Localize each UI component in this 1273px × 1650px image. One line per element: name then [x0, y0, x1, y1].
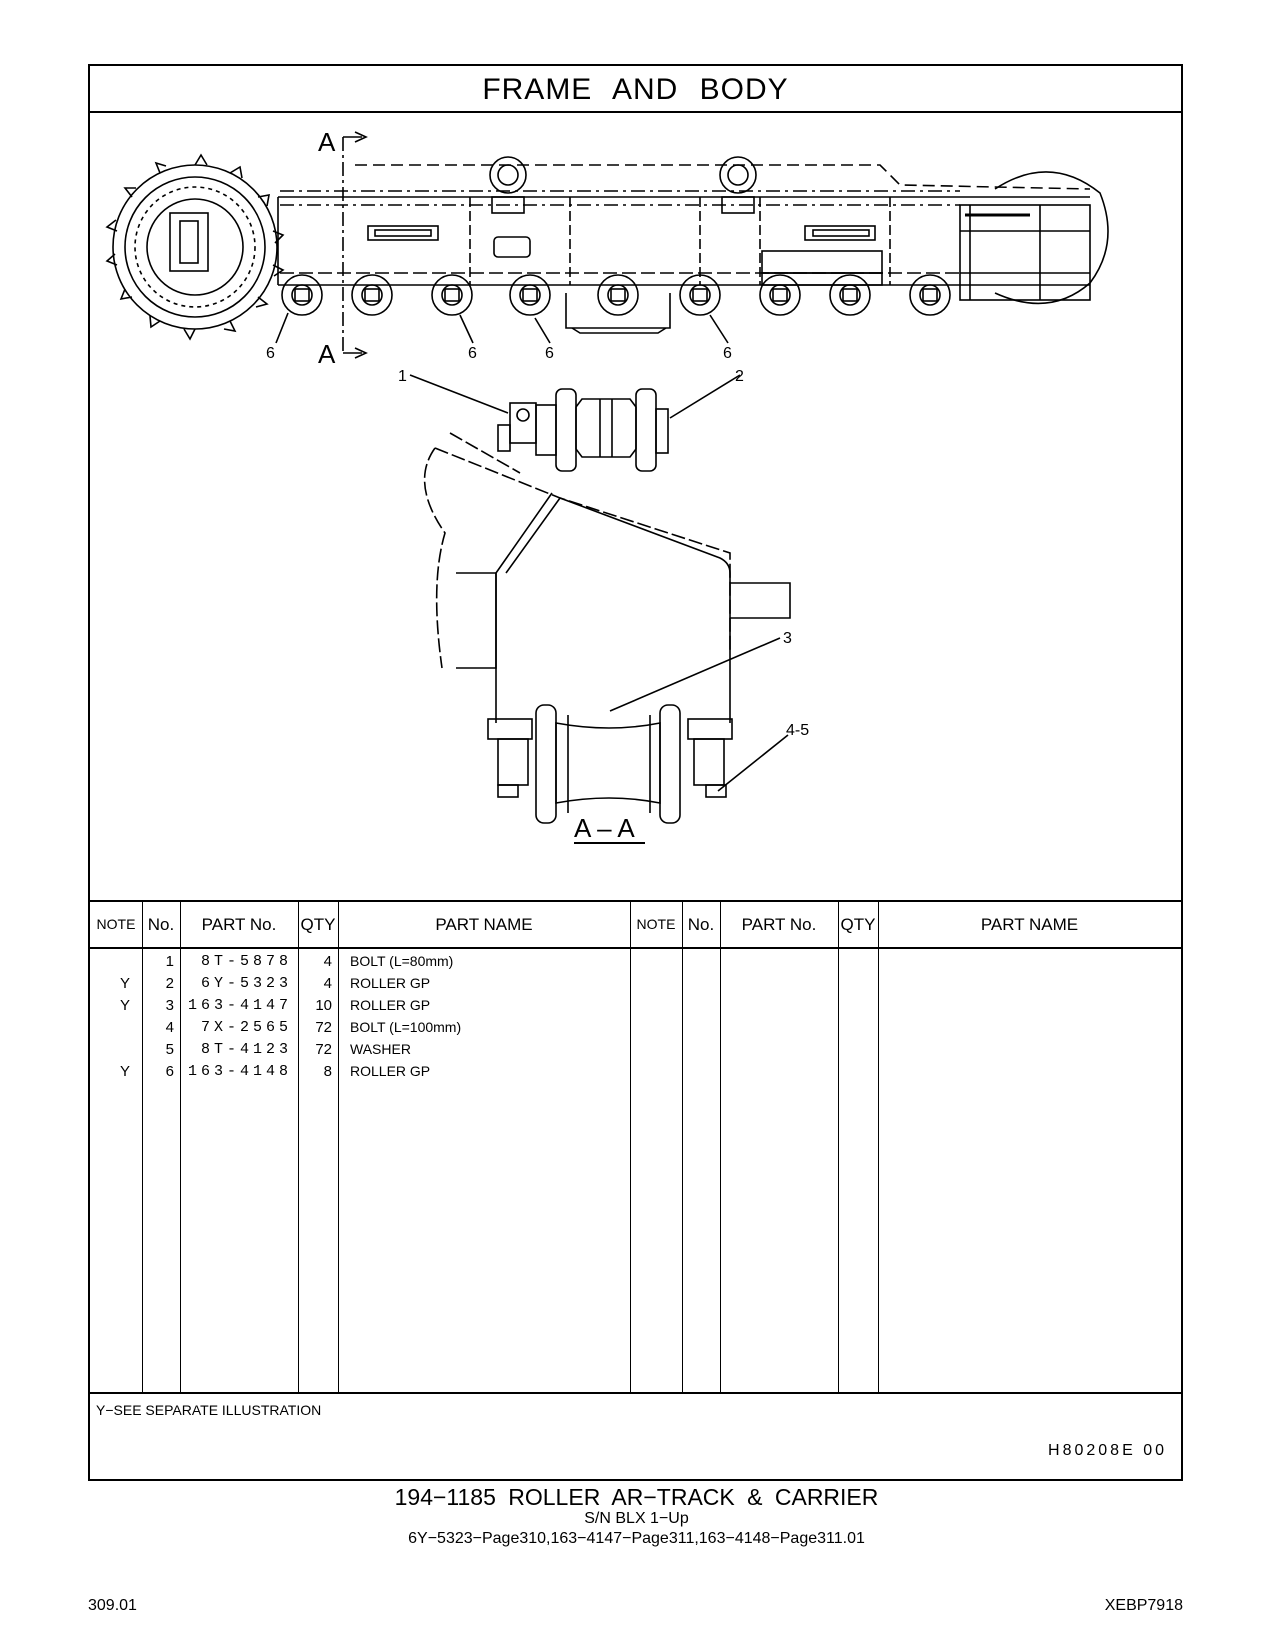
- assembly-title: 194−1185 ROLLER AR−TRACK & CARRIER: [394, 1484, 879, 1510]
- parts-table: NOTE No. PART No. QTY PART NAME NOTE No.…: [90, 900, 1181, 1392]
- sprocket-drawing: [105, 153, 285, 341]
- row-part-no: 8T-4123: [200, 1041, 292, 1058]
- parts-table-header: NOTE No. PART No. QTY PART NAME NOTE No.…: [90, 902, 1181, 949]
- row-qty: 10: [315, 997, 332, 1014]
- illustration-code: H80208E 00: [1048, 1442, 1167, 1459]
- row-qty: 8: [323, 1063, 332, 1080]
- section-line-aa: [342, 131, 368, 359]
- row-part-name: ROLLER GP: [350, 997, 431, 1013]
- row-no: 6: [165, 1063, 174, 1080]
- table-row: 1 8T-5878 4 BOLT (L=80mm): [90, 950, 630, 973]
- footnote-area: Y−SEE SEPARATE ILLUSTRATION H80208E 00: [90, 1392, 1181, 1479]
- callout-leaders-top: [275, 312, 729, 344]
- callout-leaders-bottom: [409, 374, 789, 792]
- footnote-text: Y−SEE SEPARATE ILLUSTRATION: [96, 1402, 322, 1418]
- column-divider: [338, 902, 339, 1392]
- column-divider: [682, 902, 683, 1392]
- column-divider: [720, 902, 721, 1392]
- row-note: [90, 1016, 130, 1039]
- idler-drawing: [959, 171, 1109, 305]
- header-part-name-2: PART NAME: [980, 915, 1079, 934]
- page-references: 6Y−5323−Page310,163−4147−Page311,163−414…: [408, 1530, 865, 1547]
- row-qty: 72: [315, 1041, 332, 1058]
- section-view-label: A – A: [574, 813, 635, 843]
- callout-2: 2: [735, 368, 744, 385]
- roller-assembly-drawing: A A 6 6 6 6 1 2 3 4-5 A – A: [105, 127, 1109, 844]
- row-note: [90, 950, 130, 973]
- row-part-no: 8T-5878: [200, 953, 292, 970]
- header-part-name: PART NAME: [435, 915, 533, 934]
- row-part-no: 6Y-5323: [200, 975, 292, 992]
- column-divider: [142, 902, 143, 1392]
- header-part-no: PART No.: [201, 915, 277, 934]
- header-note-2: NOTE: [636, 916, 676, 932]
- page-title: FRAME AND BODY: [90, 66, 1181, 113]
- row-part-name: ROLLER GP: [350, 975, 431, 991]
- track-frame-drawing: [277, 156, 1091, 334]
- row-part-name: ROLLER GP: [350, 1063, 431, 1079]
- table-row: 4 7X-2565 72 BOLT (L=100mm): [90, 1016, 630, 1039]
- row-part-name: BOLT (L=100mm): [350, 1019, 462, 1035]
- track-rollers-drawing: [281, 274, 951, 316]
- callout-4-5: 4-5: [786, 722, 809, 739]
- carrier-roller-drawing: [423, 388, 791, 723]
- row-no: 3: [165, 997, 174, 1014]
- section-marker-bottom: A: [318, 339, 336, 369]
- parts-illustration: A A 6 6 6 6 1 2 3 4-5 A – A: [90, 113, 1181, 900]
- column-divider: [298, 902, 299, 1392]
- header-note: NOTE: [96, 916, 136, 932]
- column-divider: [630, 902, 631, 1392]
- serial-range: S/N BLX 1−Up: [584, 1510, 689, 1527]
- row-part-no: 163-4147: [187, 997, 292, 1014]
- callout-6b: 6: [468, 345, 477, 362]
- table-row: 5 8T-4123 72 WASHER: [90, 1038, 630, 1061]
- header-qty-2: QTY: [840, 915, 876, 934]
- document-id: XEBP7918: [1104, 1597, 1183, 1614]
- callout-1: 1: [398, 368, 407, 385]
- column-divider: [878, 902, 879, 1392]
- column-divider: [838, 902, 839, 1392]
- callout-3: 3: [783, 630, 792, 647]
- table-row: Y 3 163-4147 10 ROLLER GP: [90, 994, 630, 1017]
- row-note: [90, 1038, 130, 1061]
- header-qty: QTY: [300, 915, 336, 934]
- header-no-2: No.: [687, 915, 715, 934]
- table-row: Y 2 6Y-5323 4 ROLLER GP: [90, 972, 630, 995]
- row-no: 4: [165, 1019, 174, 1036]
- page-number: 309.01: [88, 1597, 137, 1614]
- column-divider: [180, 902, 181, 1392]
- row-note: Y: [119, 1063, 130, 1080]
- row-note: Y: [119, 975, 130, 992]
- row-no: 2: [165, 975, 174, 992]
- row-part-no: 163-4148: [187, 1063, 292, 1080]
- row-no: 5: [165, 1041, 174, 1058]
- row-qty: 72: [315, 1019, 332, 1036]
- row-note: Y: [119, 997, 130, 1014]
- row-part-name: WASHER: [350, 1041, 411, 1057]
- section-marker-top: A: [318, 127, 336, 157]
- callout-6c: 6: [545, 345, 554, 362]
- row-qty: 4: [323, 953, 332, 970]
- header-no: No.: [147, 915, 175, 934]
- callout-6a: 6: [266, 345, 275, 362]
- row-part-no: 7X-2565: [200, 1019, 292, 1036]
- parts-page-frame: FRAME AND BODY: [88, 64, 1183, 1481]
- header-part-no-2: PART No.: [741, 915, 817, 934]
- lower-roller-drawing: [487, 704, 733, 824]
- row-part-name: BOLT (L=80mm): [350, 953, 454, 969]
- callout-6d: 6: [723, 345, 732, 362]
- row-qty: 4: [323, 975, 332, 992]
- row-no: 1: [165, 953, 174, 970]
- table-row: Y 6 163-4148 8 ROLLER GP: [90, 1060, 630, 1083]
